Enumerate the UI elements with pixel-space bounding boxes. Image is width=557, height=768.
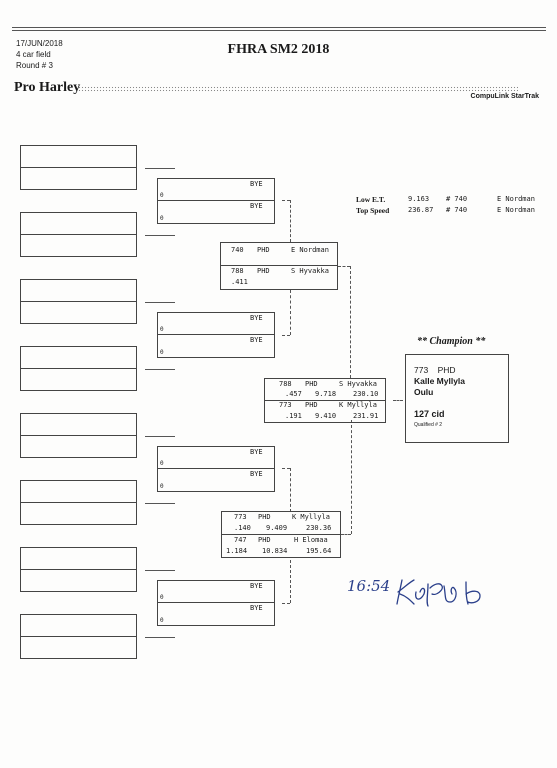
car-number: 747	[234, 535, 247, 544]
header-round: Round # 3	[16, 61, 53, 70]
signature-time: 16:54	[347, 577, 391, 595]
car-class: PHD	[258, 513, 271, 521]
qualifier-box-3	[20, 279, 137, 324]
final-pair: 788 PHD S Hyvakka .457 9.718 230.10 773 …	[264, 378, 386, 423]
qualifier-box-6	[20, 480, 137, 525]
bye-label: BYE	[250, 336, 263, 344]
driver-name: K Myllyla	[339, 400, 377, 409]
reaction-time: .457	[285, 390, 302, 398]
driver-name: H Elomaa	[294, 535, 328, 544]
lane-label: 0	[160, 215, 164, 222]
lane-label: 0	[160, 460, 164, 467]
lane-label: 0	[160, 594, 164, 601]
car-class: PHD	[257, 246, 270, 254]
round2-pair-1: 740 PHD E Nordman 788 PHD S Hyvakka .411	[220, 242, 338, 290]
car-number: 788	[279, 380, 292, 388]
reaction-time: .411	[231, 278, 248, 286]
bye-label: BYE	[250, 470, 263, 478]
car-class: PHD	[258, 535, 271, 544]
reaction-time: .191	[285, 411, 302, 420]
champion-city: Oulu	[414, 387, 434, 397]
champion-qualified: Qualified # 2	[414, 422, 443, 428]
bye-label: BYE	[250, 202, 263, 210]
top-speed-car: # 740	[446, 206, 468, 214]
elapsed-time: 10.834	[262, 546, 288, 555]
top-rule-2	[12, 30, 546, 31]
elapsed-time: 9.718	[315, 390, 337, 398]
champion-title: ** Champion **	[417, 336, 486, 347]
champion-car-class: 773 PHD	[414, 365, 456, 375]
driver-name: E Nordman	[291, 246, 329, 254]
car-class: PHD	[305, 400, 318, 409]
low-et-label: Low E.T.	[356, 195, 386, 204]
speed: 231.91	[353, 411, 379, 420]
top-speed-name: E Nordman	[497, 206, 535, 214]
qualifier-box-4	[20, 346, 137, 391]
low-et-car: # 740	[446, 195, 468, 203]
lane-label: 0	[160, 483, 164, 490]
car-number: 788	[231, 267, 244, 275]
bye-label: BYE	[250, 604, 263, 612]
bye-label: BYE	[250, 314, 263, 322]
elapsed-time: 9.409	[266, 524, 288, 532]
lane-label: 0	[160, 349, 164, 356]
low-et-name: E Nordman	[497, 195, 535, 203]
round1-pair-1: 0 BYE 0 BYE	[157, 178, 275, 224]
car-class: PHD	[257, 267, 270, 275]
qualifier-box-8	[20, 614, 137, 659]
bye-label: BYE	[250, 582, 263, 590]
qualifier-box-5	[20, 413, 137, 458]
class-name: Pro Harley	[14, 80, 81, 95]
elapsed-time: 9.410	[315, 411, 337, 420]
lane-label: 0	[160, 617, 164, 624]
dotted-rule	[78, 86, 518, 92]
top-rule	[12, 27, 546, 28]
reaction-time: .140	[234, 524, 251, 532]
qualifier-box-2	[20, 212, 137, 257]
handwritten-signature-icon	[396, 579, 481, 607]
reaction-time: 1.184	[226, 546, 248, 555]
round2-pair-2: 773 PHD K Myllyla .140 9.409 230.36 747 …	[221, 511, 341, 558]
champion-engine: 127 cid	[414, 409, 445, 419]
lane-label: 0	[160, 326, 164, 333]
car-number: 773	[234, 513, 247, 521]
lane-label: 0	[160, 192, 164, 199]
top-speed-value: 236.87	[408, 206, 434, 214]
software-name: CompuLink StarTrak	[470, 93, 539, 100]
champion-name: Kalle Myllyla	[414, 376, 466, 386]
round1-pair-2: 0 BYE 0 BYE	[157, 312, 275, 358]
driver-name: S Hyvakka	[339, 380, 377, 388]
speed: 230.36	[306, 524, 332, 532]
qualifier-box-7	[20, 547, 137, 592]
car-class: PHD	[305, 380, 318, 388]
round1-pair-4: 0 BYE 0 BYE	[157, 580, 275, 626]
qualifier-box-1	[20, 145, 137, 190]
round1-pair-3: 0 BYE 0 BYE	[157, 446, 275, 492]
bye-label: BYE	[250, 448, 263, 456]
event-title: FHRA SM2 2018	[227, 42, 330, 57]
speed: 230.10	[353, 390, 379, 398]
low-et-value: 9.163	[408, 195, 430, 203]
champion-box: 773 PHD Kalle Myllyla Oulu 127 cid Quali…	[405, 354, 509, 443]
header-field: 4 car field	[16, 50, 51, 59]
driver-name: K Myllyla	[292, 513, 330, 521]
speed: 195.64	[306, 546, 332, 555]
driver-name: S Hyvakka	[291, 267, 329, 275]
header-date: 17/JUN/2018	[16, 39, 63, 48]
car-number: 740	[231, 246, 244, 254]
bye-label: BYE	[250, 180, 263, 188]
car-number: 773	[279, 400, 292, 409]
top-speed-label: Top Speed	[356, 206, 390, 215]
